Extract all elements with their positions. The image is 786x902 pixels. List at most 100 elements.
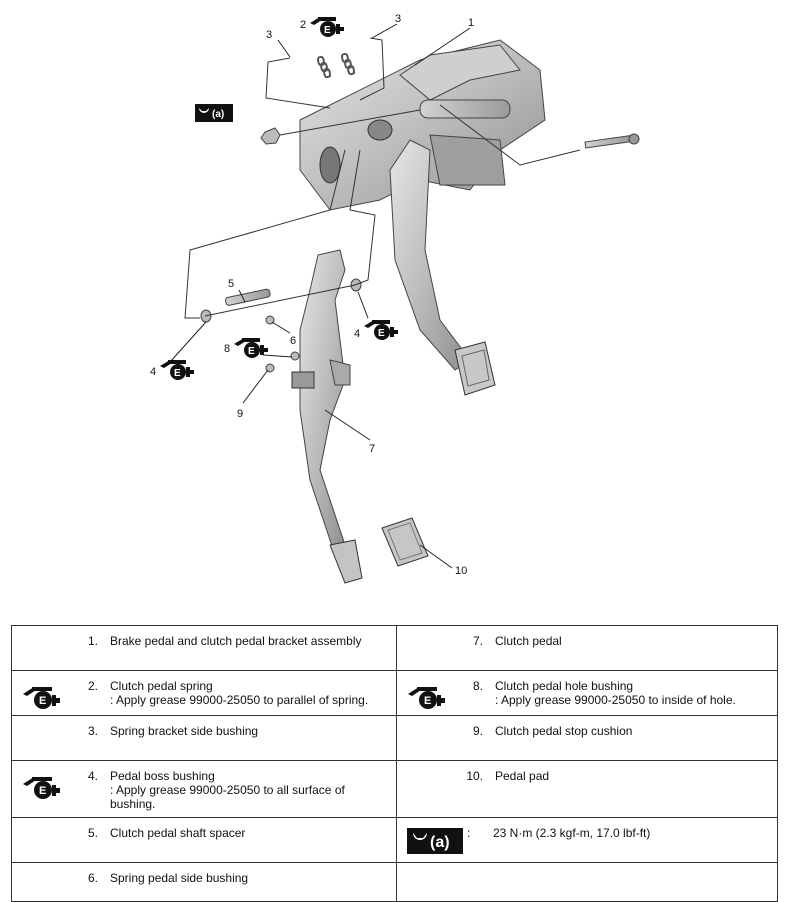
- description-line: Pedal pad: [495, 769, 550, 783]
- grease-icon: E: [364, 320, 398, 340]
- svg-text:E: E: [39, 785, 46, 797]
- bolt-part: [584, 133, 640, 149]
- item-description: Clutch pedal stop cushion: [483, 724, 632, 754]
- item-number: :: [467, 826, 471, 840]
- svg-text:E: E: [39, 695, 46, 707]
- spring-part: [317, 52, 356, 79]
- item-number: 7.: [472, 634, 483, 648]
- icon-slot: [12, 871, 68, 901]
- description-line: Spring bracket side bushing: [110, 724, 259, 738]
- item-number: 6.: [87, 871, 98, 885]
- description-line: : Apply grease 99000-25050 to inside of …: [495, 693, 736, 707]
- icon-slot: [397, 871, 453, 901]
- description-line: Clutch pedal spring: [110, 679, 213, 693]
- callout-7: 7: [369, 443, 375, 455]
- nut-part: [260, 127, 281, 145]
- leader-lines: [169, 23, 471, 569]
- table-row: 6. Spring pedal side bushing: [11, 862, 778, 902]
- table-row: 3. Spring bracket side bushing 9. Clutch pe…: [11, 715, 778, 761]
- grease-icon: E: [160, 360, 194, 380]
- icon-slot: [12, 724, 68, 754]
- table-cell: 3. Spring bracket side bushing: [11, 715, 397, 761]
- table-cell: (a):23 N·m (2.3 kgf-m, 17.0 lbf-ft): [396, 817, 778, 863]
- callout-3: 3: [266, 29, 272, 41]
- svg-text:E: E: [324, 25, 331, 36]
- item-number: 4.: [87, 769, 98, 783]
- parts-table: 1. Brake pedal and clutch pedal bracket a…: [11, 625, 778, 902]
- table-cell: 6. Spring pedal side bushing: [11, 862, 397, 902]
- description-line: Pedal boss bushing: [110, 769, 215, 783]
- icon-slot: [397, 634, 453, 664]
- svg-text:(a): (a): [212, 109, 224, 120]
- description-line: 23 N·m (2.3 kgf-m, 17.0 lbf-ft): [493, 826, 651, 840]
- brake-pedal-part: [389, 139, 496, 396]
- icon-slot: [397, 724, 453, 754]
- callout-1: 1: [468, 17, 474, 29]
- guide-lines: [184, 37, 581, 319]
- table-cell: 10.Pedal pad: [396, 760, 778, 818]
- item-description: Clutch pedal: [483, 634, 562, 664]
- item-number: 1.: [87, 634, 98, 648]
- grease-icon: E: [234, 338, 268, 358]
- item-number: 9.: [472, 724, 483, 738]
- svg-text:E: E: [174, 368, 181, 379]
- icon-slot: [12, 826, 68, 856]
- callout-2: 2: [300, 19, 306, 31]
- description-line: Clutch pedal stop cushion: [495, 724, 633, 738]
- item-description: Clutch pedal shaft spacer: [98, 826, 245, 856]
- callout-3: 3: [395, 13, 401, 25]
- grease-icon: E: [23, 687, 60, 709]
- item-description: Clutch pedal spring: Apply grease 99000-…: [98, 679, 368, 709]
- item-number: [453, 871, 483, 901]
- callout-labels: 1 2 3 3 4 4 5 6 7 8 9 10: [150, 13, 474, 577]
- description-line: Clutch pedal shaft spacer: [110, 826, 246, 840]
- item-number: 2.: [87, 679, 98, 693]
- description-line: Clutch pedal: [495, 634, 562, 648]
- table-row: 1. Brake pedal and clutch pedal bracket a…: [11, 625, 778, 671]
- item-description: Spring bracket side bushing: [98, 724, 258, 754]
- clutch-pedal-part: [291, 249, 363, 584]
- callout-8: 8: [224, 343, 230, 355]
- exploded-diagram: E E E E (a) 1 2 3 3 4 4 5 6 7 8 9 10: [150, 13, 640, 584]
- shaft-spacer-part: [225, 288, 271, 306]
- item-description: 23 N·m (2.3 kgf-m, 17.0 lbf-ft): [481, 826, 650, 856]
- svg-text:E: E: [248, 346, 255, 357]
- callout-6: 6: [290, 335, 296, 347]
- description-line: bushing.: [110, 797, 156, 811]
- table-cell: 9. Clutch pedal stop cushion: [396, 715, 778, 761]
- grease-icon: E: [408, 687, 445, 709]
- table-cell: 5. Clutch pedal shaft spacer: [11, 817, 397, 863]
- description-line: : Apply grease 99000-25050 to parallel o…: [110, 693, 369, 707]
- svg-text:E: E: [424, 695, 431, 707]
- item-description: Pedal pad: [483, 769, 549, 799]
- item-number: 5.: [87, 826, 98, 840]
- table-row: 5.Clutch pedal shaft spacer(a):23 N·m (2…: [11, 817, 778, 863]
- callout-4: 4: [150, 366, 156, 378]
- item-number: 3.: [87, 724, 98, 738]
- item-description: [483, 871, 495, 901]
- callout-10: 10: [455, 565, 467, 577]
- svg-text:E: E: [378, 328, 385, 339]
- icon-slot: E: [12, 679, 68, 709]
- description-line: Brake pedal and clutch pedal bracket ass…: [110, 634, 362, 648]
- callout-9: 9: [237, 408, 243, 420]
- callout-4: 4: [354, 328, 360, 340]
- item-description: Clutch pedal hole bushing: Apply grease …: [483, 679, 736, 709]
- description-line: : Apply grease 99000-25050 to all surfac…: [110, 783, 345, 797]
- description-line: Clutch pedal hole bushing: [495, 679, 634, 693]
- table-cell: [396, 862, 778, 902]
- item-description: Pedal boss bushing: Apply grease 99000-2…: [98, 769, 345, 811]
- icon-slot: E: [12, 769, 68, 799]
- description-line: Spring pedal side bushing: [110, 871, 249, 885]
- pedal-pad-part: [381, 517, 429, 567]
- icon-slot: [12, 634, 68, 664]
- bracket-assembly-part: [299, 39, 546, 211]
- table-cell: 1. Brake pedal and clutch pedal bracket a…: [11, 625, 397, 671]
- icon-slot: [397, 769, 453, 799]
- item-description: Spring pedal side bushing: [98, 871, 248, 901]
